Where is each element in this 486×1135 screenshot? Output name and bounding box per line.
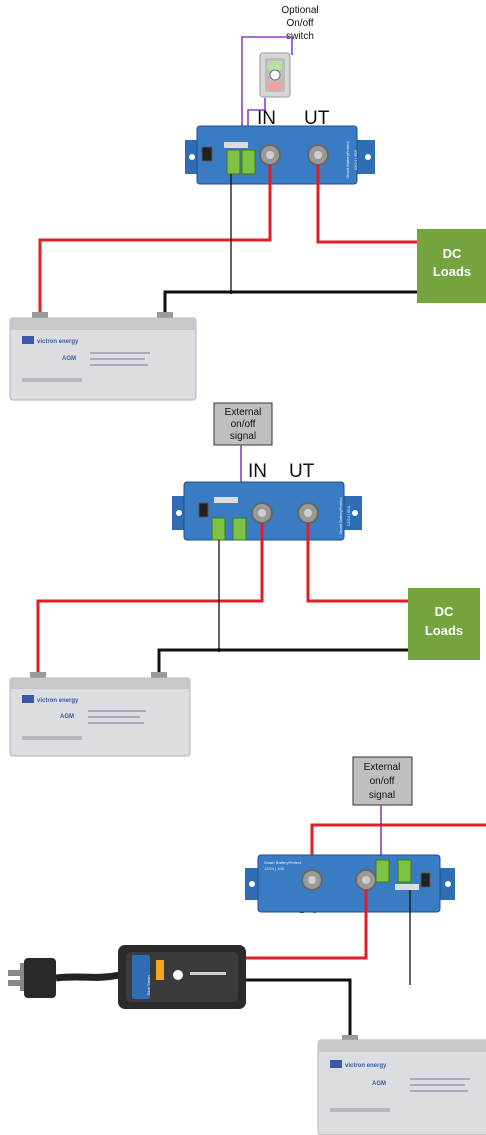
negative-wire <box>157 648 410 680</box>
charger-name: Blue Smart <box>146 974 151 995</box>
battery-brand: victron energy <box>37 339 79 345</box>
battery-brand: victron energy <box>37 698 79 704</box>
switch-label-line1: Optional <box>281 5 318 16</box>
switch-label-line2: On/off <box>286 18 313 29</box>
switch-wire-b <box>247 98 266 140</box>
device-model-text: Smart BatteryProtect <box>264 860 302 865</box>
battery-model: AGM <box>60 714 74 720</box>
external-signal-box: External on/off signal <box>213 402 273 446</box>
diagram-charger: External on/off signal IN UT Smart Batte… <box>8 756 486 1135</box>
victron-logo-icon <box>330 1060 342 1068</box>
device-rating-text: 12/24 | 65A <box>353 149 358 170</box>
mains-plug-icon <box>8 958 56 998</box>
load-positive-wire <box>310 823 486 865</box>
diagram-optional-switch: Optional On/off switch IN UT <box>9 5 486 401</box>
device-rating-text: 12/24 | 65A <box>346 505 351 526</box>
signal-label-line3: signal <box>230 431 256 442</box>
battery-positive-wire <box>36 523 264 680</box>
agm-battery: victron energy AGM <box>9 672 191 757</box>
in-label: IN <box>248 461 267 482</box>
battery-model: AGM <box>372 1081 386 1087</box>
charger-positive-wire <box>240 890 368 960</box>
battery-brand: victron energy <box>345 1063 387 1069</box>
battery-positive-wire <box>38 165 272 320</box>
switch-wire-a <box>241 36 293 140</box>
victron-logo-icon <box>22 336 34 344</box>
diagram-external-signal: External on/off signal IN UT Smart Batte… <box>9 402 480 757</box>
device-model-text: Smart BatteryProtect <box>338 497 343 535</box>
agm-battery: victron energy AGM <box>9 312 197 401</box>
charger-negative-wire <box>240 978 352 1040</box>
battery-protect-device: Smart BatteryProtect 12/24 | 65A <box>172 481 362 541</box>
victron-logo-icon <box>22 695 34 703</box>
signal-label-line2: on/off <box>231 419 256 430</box>
dc-loads-box: DC Loads <box>408 588 480 660</box>
load-positive-wire <box>316 165 420 244</box>
dc-loads-line2: Loads <box>425 623 463 638</box>
dc-loads-line2: Loads <box>433 264 471 279</box>
device-model-text: Smart BatteryProtect <box>345 141 350 179</box>
switch-label-line3: switch <box>286 31 314 42</box>
victron-logo-icon <box>132 955 150 999</box>
battery-model: AGM <box>62 356 76 362</box>
signal-label-line1: External <box>225 407 262 418</box>
signal-label-line1: External <box>364 762 401 773</box>
out-label: UT <box>304 108 330 129</box>
out-label: UT <box>289 461 315 482</box>
device-rating-text: 12/24 | 100 <box>264 866 285 871</box>
battery-protect-device: Smart BatteryProtect 12/24 | 100 <box>245 854 455 913</box>
negative-wire <box>163 290 420 320</box>
battery-protect-device: Smart BatteryProtect 12/24 | 65A <box>185 125 375 185</box>
load-positive-wire <box>306 523 410 603</box>
signal-label-line3: signal <box>369 790 395 801</box>
on-off-switch-icon[interactable] <box>259 52 291 98</box>
external-signal-box: External on/off signal <box>352 756 413 806</box>
dc-loads-box: DC Loads <box>417 229 486 303</box>
mains-cable <box>55 971 121 982</box>
dc-loads-line1: DC <box>435 604 454 619</box>
agm-battery: victron energy AGM <box>317 1035 486 1135</box>
signal-label-line2: on/off <box>370 776 395 787</box>
blue-smart-charger: Blue Smart <box>118 945 246 1009</box>
dc-loads-line1: DC <box>443 246 462 261</box>
in-label: IN <box>257 108 276 129</box>
